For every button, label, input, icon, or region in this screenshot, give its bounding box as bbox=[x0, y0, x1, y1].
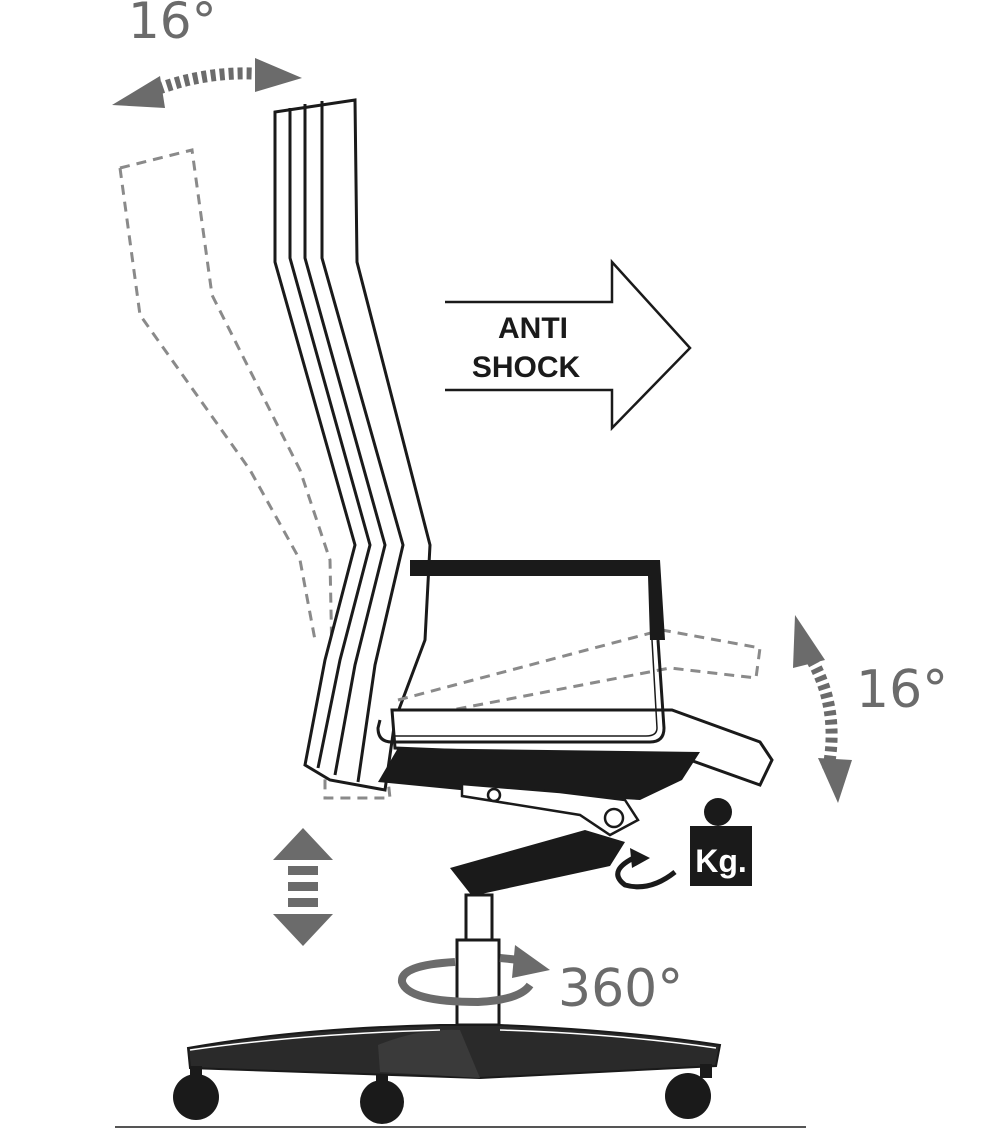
backrest-angle-label: 16° bbox=[128, 0, 217, 50]
weight-icon: Kg. bbox=[690, 798, 752, 886]
seat-arm bbox=[450, 830, 625, 896]
reclined-backrest-outline bbox=[119, 148, 392, 800]
armrest bbox=[376, 560, 666, 744]
wheel bbox=[665, 1064, 712, 1119]
wheel bbox=[360, 1074, 404, 1124]
seat-angle-label: 16° bbox=[856, 660, 948, 720]
rotation-arrow-icon bbox=[398, 945, 550, 1007]
tilt-lever bbox=[460, 782, 640, 837]
anti-shock-arrow-icon bbox=[445, 258, 692, 432]
height-adjust-arrow-icon bbox=[273, 828, 333, 946]
rotation-label: 360° bbox=[558, 959, 683, 1019]
seat-mechanism bbox=[378, 748, 700, 800]
weight-adjust-arrow-icon bbox=[615, 848, 677, 890]
anti-label: ANTI bbox=[498, 312, 568, 345]
tilt-arrow-icon bbox=[112, 58, 302, 108]
wheel bbox=[173, 1066, 219, 1120]
weight-label: Kg. bbox=[695, 843, 747, 879]
seat-tilt-arrow-icon bbox=[793, 615, 852, 803]
backrest bbox=[273, 98, 432, 792]
chair-base bbox=[186, 1024, 722, 1080]
tilted-seat-outline bbox=[397, 628, 762, 722]
shock-label: SHOCK bbox=[472, 351, 581, 384]
gas-cylinder bbox=[455, 893, 501, 1027]
